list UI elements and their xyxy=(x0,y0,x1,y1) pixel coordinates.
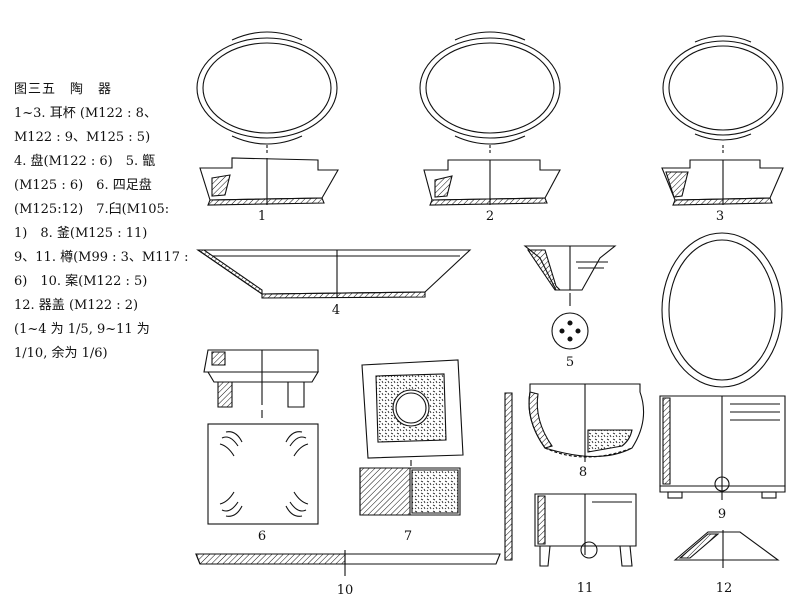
caption-line: (M125 : 6) 6. 四足盘 xyxy=(14,178,152,193)
caption-line: 1/10, 余为 1/6) xyxy=(14,346,108,361)
figure-number: 2 xyxy=(486,209,494,224)
zun-drawing-11 xyxy=(534,493,637,567)
caption-line: (1~4 为 1/5, 9~11 为 xyxy=(14,322,150,337)
figure-number: 7 xyxy=(404,529,412,544)
plate-drawing-4 xyxy=(196,249,472,299)
figure-number: 3 xyxy=(716,209,724,224)
figure-number: 11 xyxy=(577,581,594,596)
figure-number: 12 xyxy=(716,581,733,596)
mortar-drawing-7 xyxy=(359,359,464,516)
ear-cup-drawing-3 xyxy=(661,35,784,206)
ear-cup-drawing-2 xyxy=(419,31,561,206)
lid-drawing-12 xyxy=(673,530,780,568)
figure-number: 5 xyxy=(566,355,574,370)
four-legged-plate-drawing-6 xyxy=(203,349,319,525)
caption-line: 6) 10. 案(M122 : 5) xyxy=(14,274,148,289)
figure-number: 8 xyxy=(579,465,587,480)
caption-line: 4. 盘(M122 : 6) 5. 甑 xyxy=(14,154,156,169)
figure-number: 6 xyxy=(258,529,266,544)
caption-line: 1) 8. 釜(M125 : 11) xyxy=(14,226,148,241)
figure-number: 1 xyxy=(258,209,266,224)
zun-drawing-9 xyxy=(659,232,786,500)
figure-number: 10 xyxy=(337,583,354,598)
caption-title: 图三五 陶 器 xyxy=(14,82,113,97)
caption-line: 9、11. 樽(M99 : 3、M117 : xyxy=(14,250,189,265)
figure-number: 9 xyxy=(718,507,726,522)
caption-line: 12. 器盖 (M122 : 2) xyxy=(14,298,139,313)
cauldron-drawing-8 xyxy=(528,383,645,462)
caption-line: (M125:12) 7.臼(M105: xyxy=(14,202,170,217)
figure-caption: 图三五 陶 器 1~3. 耳杯 (M122 : 8、 M122 : 9、M125… xyxy=(14,78,189,366)
caption-line: M122 : 9、M125 : 5) xyxy=(14,130,151,145)
steamer-drawing-5 xyxy=(523,245,617,350)
figure-number: 4 xyxy=(332,303,340,318)
ear-cup-drawing-1 xyxy=(196,31,339,206)
table-tray-drawing-10 xyxy=(195,392,513,576)
caption-line: 1~3. 耳杯 (M122 : 8、 xyxy=(14,106,157,121)
